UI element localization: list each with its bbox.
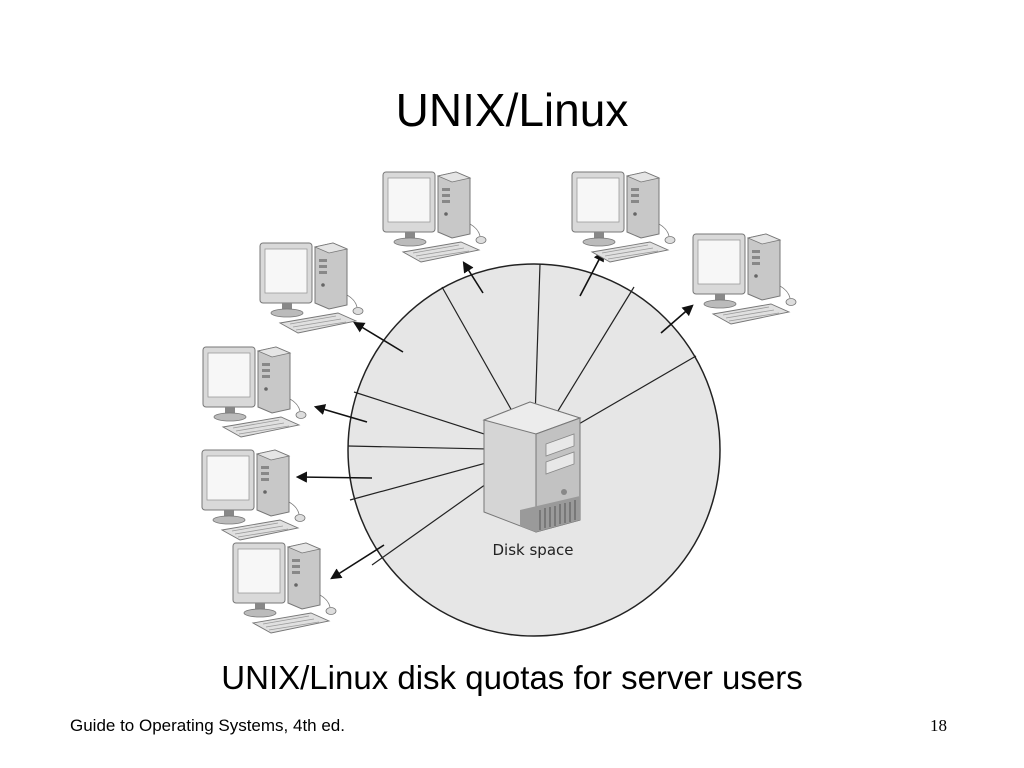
computer-icon — [232, 542, 337, 634]
computer-icon — [202, 346, 307, 438]
footer-book-title: Guide to Operating Systems, 4th ed. — [70, 716, 345, 735]
slide-caption: UNIX/Linux disk quotas for server users — [221, 659, 803, 696]
computer-icon — [201, 449, 306, 541]
arrow-icon — [295, 250, 694, 580]
computer-icon — [259, 242, 364, 334]
page-number: 18 — [930, 716, 947, 735]
computer-icon — [382, 171, 487, 263]
server-icon — [482, 401, 582, 533]
computer-icon — [571, 171, 676, 263]
disk-space-label: Disk space — [493, 541, 574, 559]
slide-title: UNIX/Linux — [395, 84, 629, 136]
computer-icon — [692, 233, 797, 325]
